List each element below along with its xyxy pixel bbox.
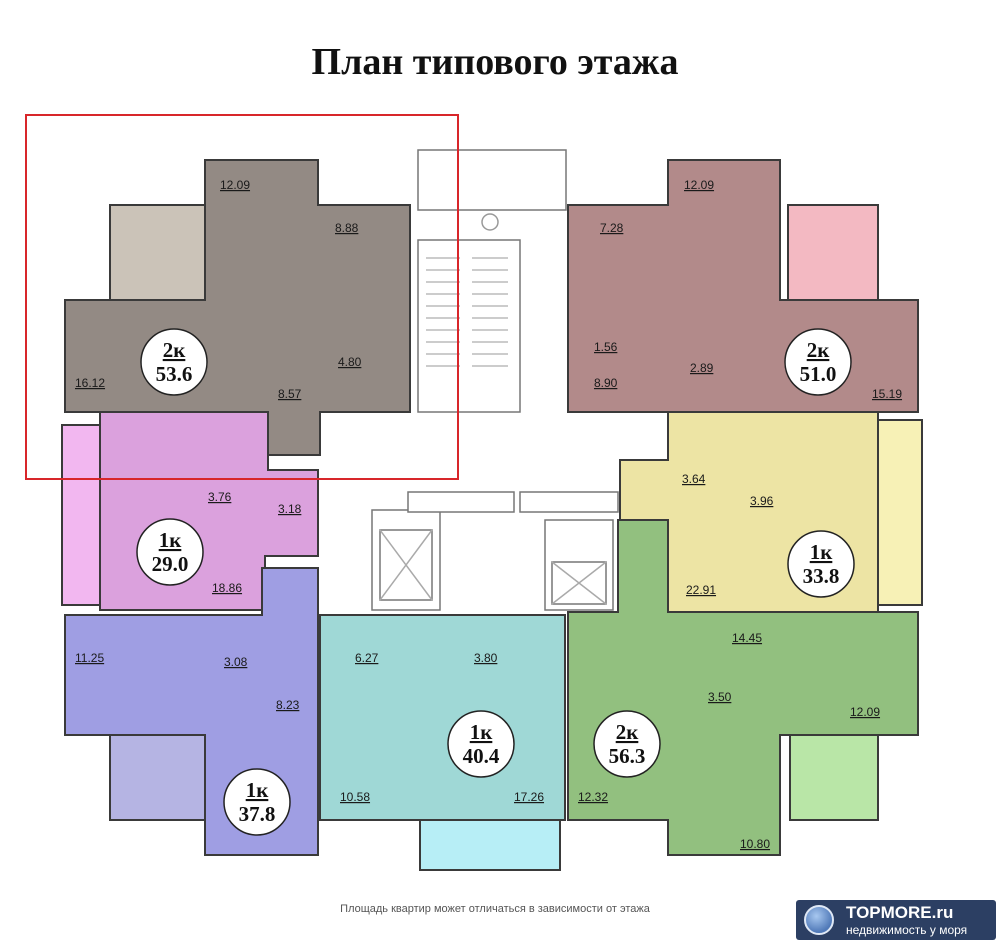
room-area: 14.45 <box>732 631 762 645</box>
logo-brand: TOPMORE.ru <box>846 903 954 922</box>
room-area: 11.25 <box>75 651 104 665</box>
svg-text:1к: 1к <box>470 720 494 744</box>
page-title: План типового этажа <box>311 41 679 83</box>
balcony <box>787 204 879 301</box>
room-area: 7.28 <box>600 221 624 235</box>
room-area: 8.90 <box>594 376 618 390</box>
apartment-badge: 2к 56.3 <box>593 710 661 778</box>
stairwell <box>417 149 567 413</box>
svg-text:37.8: 37.8 <box>239 802 276 826</box>
apartment-badge: 1к 40.4 <box>447 710 515 778</box>
apartment-2k-53-6[interactable] <box>64 159 411 456</box>
apartment-2k-51-0[interactable] <box>567 159 919 413</box>
svg-text:33.8: 33.8 <box>803 564 840 588</box>
svg-text:2к: 2к <box>163 338 187 362</box>
elevator-shafts <box>371 491 619 611</box>
room-area: 18.86 <box>212 581 242 595</box>
apartment-badges: 2к 53.6 2к 51.0 1к 29.0 1к 33.8 1к 37.8 … <box>136 328 855 836</box>
room-area: 3.50 <box>708 690 732 704</box>
room-area: 10.80 <box>740 837 770 851</box>
highlight-frame <box>25 114 459 480</box>
apartment-2k-56-3-shape <box>567 519 919 856</box>
logo-tagline: недвижимость у моря <box>846 923 968 937</box>
room-area: 1.56 <box>594 340 618 354</box>
apartment-badge: 1к 29.0 <box>136 518 204 586</box>
globe-house-icon <box>804 905 834 935</box>
room-area: 3.64 <box>682 472 706 486</box>
room-labels: 12.09 8.88 16.12 8.57 4.80 12.09 7.28 1.… <box>75 178 902 851</box>
room-area: 8.57 <box>278 387 302 401</box>
room-area: 12.09 <box>850 705 880 719</box>
apartment-badge: 1к 33.8 <box>787 530 855 598</box>
room-area: 4.80 <box>338 355 362 369</box>
svg-text:1к: 1к <box>810 540 834 564</box>
apartment-badge: 2к 51.0 <box>784 328 852 396</box>
svg-text:51.0: 51.0 <box>800 362 837 386</box>
room-area: 12.09 <box>684 178 714 192</box>
room-area: 3.96 <box>750 494 774 508</box>
room-area: 15.19 <box>872 387 902 401</box>
topmore-logo[interactable]: TOPMORE.ru недвижимость у моря <box>796 900 996 940</box>
room-area: 3.76 <box>208 490 232 504</box>
svg-text:1к: 1к <box>246 778 270 802</box>
room-area: 12.32 <box>578 790 608 804</box>
apartment-badge: 1к 37.8 <box>223 768 291 836</box>
svg-text:56.3: 56.3 <box>609 744 646 768</box>
room-area: 22.91 <box>686 583 716 597</box>
room-area: 8.88 <box>335 221 359 235</box>
svg-text:29.0: 29.0 <box>152 552 189 576</box>
room-area: 8.23 <box>276 698 300 712</box>
room-area: 10.58 <box>340 790 370 804</box>
room-area: 3.18 <box>278 502 302 516</box>
footnote: Площадь квартир может отличаться в завис… <box>340 903 650 915</box>
balcony <box>109 734 206 821</box>
room-area: 12.09 <box>220 178 250 192</box>
svg-text:40.4: 40.4 <box>463 744 500 768</box>
svg-text:53.6: 53.6 <box>156 362 193 386</box>
room-area: 2.89 <box>690 361 714 375</box>
room-area: 3.80 <box>474 651 498 665</box>
balcony <box>419 819 561 871</box>
room-area: 17.26 <box>514 790 544 804</box>
room-area: 16.12 <box>75 376 105 390</box>
apartment-2k-56-3[interactable] <box>567 519 919 856</box>
room-area: 6.27 <box>355 651 379 665</box>
balcony <box>877 419 923 606</box>
room-area: 3.08 <box>224 655 248 669</box>
apartment-badge: 2к 53.6 <box>140 328 208 396</box>
balcony <box>109 204 206 301</box>
svg-text:2к: 2к <box>616 720 640 744</box>
svg-text:2к: 2к <box>807 338 831 362</box>
balcony <box>789 734 879 821</box>
balcony <box>61 424 101 606</box>
svg-text:1к: 1к <box>159 528 183 552</box>
